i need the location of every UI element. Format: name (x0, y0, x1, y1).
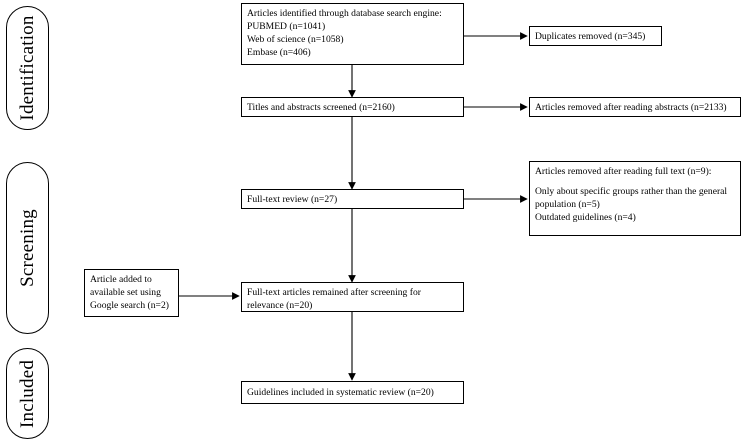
box-article-added-line: Article added to (90, 274, 152, 285)
box-articles-identified-line: PUBMED (n=1041) (247, 21, 326, 32)
box-removed-after-abstracts: Articles removed after reading abstracts… (529, 97, 741, 117)
box-guidelines-included-text: Guidelines included in systematic review… (247, 387, 434, 398)
box-article-added: Article added to available set using Goo… (84, 269, 179, 317)
box-duplicates-removed: Duplicates removed (n=345) (529, 26, 662, 46)
box-articles-identified-line: Web of science (n=1058) (247, 34, 344, 45)
box-duplicates-removed-text: Duplicates removed (n=345) (535, 31, 646, 42)
stage-label-identification: Identification (6, 6, 49, 130)
box-full-text-review-text: Full-text review (n=27) (247, 194, 338, 205)
box-full-text-remained-line: Full-text articles remained after screen… (247, 287, 421, 298)
stage-label-identification-text: Identification (16, 15, 38, 121)
box-articles-identified-line: Embase (n=406) (247, 47, 311, 58)
box-removed-after-abstracts-text: Articles removed after reading abstracts… (535, 102, 727, 113)
box-full-text-review: Full-text review (n=27) (241, 189, 464, 209)
box-removed-after-full-text: Articles removed after reading full text… (529, 161, 741, 236)
box-guidelines-included: Guidelines included in systematic review… (241, 381, 464, 404)
box-article-added-line: available set using (90, 287, 161, 298)
box-removed-after-full-text-line: population (n=5) (535, 199, 600, 210)
box-removed-after-full-text-line: Only about specific groups rather than t… (535, 186, 728, 197)
box-removed-after-full-text-line: Outdated guidelines (n=4) (535, 212, 636, 223)
box-titles-abstracts-screened-text: Titles and abstracts screened (n=2160) (247, 102, 395, 113)
box-full-text-remained: Full-text articles remained after screen… (241, 282, 464, 312)
box-article-added-line: Google search (n=2) (90, 300, 169, 311)
box-removed-after-full-text-heading: Articles removed after reading full text… (535, 166, 712, 177)
stage-label-screening: Screening (6, 162, 49, 334)
stage-label-screening-text: Screening (16, 209, 38, 287)
box-articles-identified-line: Articles identified through database sea… (247, 8, 442, 19)
stage-label-included-text: Included (16, 359, 38, 428)
box-full-text-remained-line: relevance (n=20) (247, 300, 313, 311)
box-articles-identified: Articles identified through database sea… (241, 3, 464, 65)
box-titles-abstracts-screened: Titles and abstracts screened (n=2160) (241, 97, 464, 117)
stage-label-included: Included (6, 348, 49, 439)
